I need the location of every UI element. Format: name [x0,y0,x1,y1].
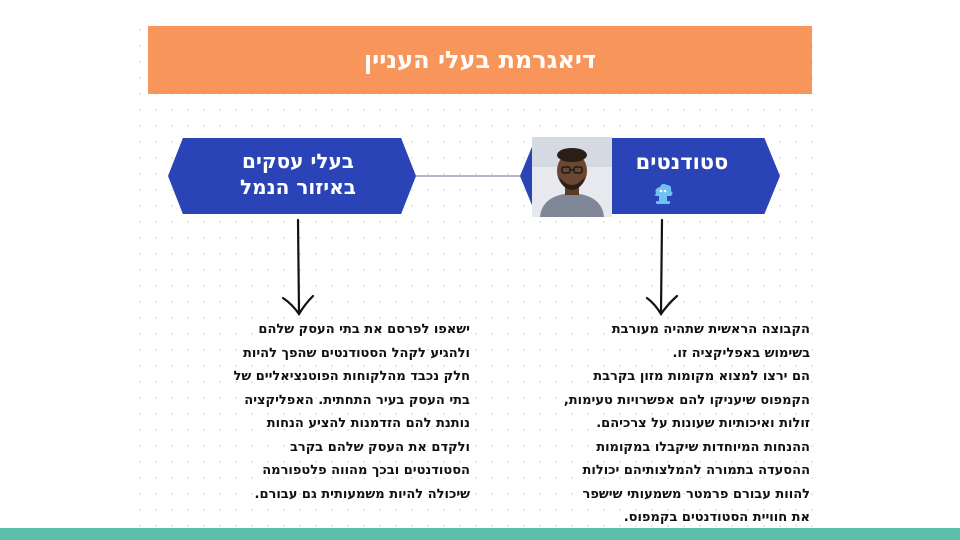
arrow-down-icon [281,218,315,317]
business-label-line1: בעלי עסקים [242,149,354,173]
bottom-accent-bar [0,528,960,540]
students-line: הקבוצה הראשית שתהיה מעורבת [611,322,810,337]
cloud-badge-icon [654,183,673,204]
students-line: להוות עבורם פרמטר משמעותי שישפר [582,486,811,502]
business-line: ולקדם את העסק שלהם בקרב [289,439,470,455]
students-line: ההנחות המיוחדות שיקבלו במקומות [596,439,810,455]
students-line: בשימוש באפליקציה זו. [672,345,810,361]
arrow-down-icon [645,218,679,317]
student-photo-icon [532,137,612,217]
page-title: דיאגרמת בעלי העניין [363,46,597,74]
students-label: סטודנטים [635,150,729,174]
business-line: הסטודנטים ובכך מהווה פלטפורמה [262,463,470,478]
students-line: ההסעדה בתמורה להמלצותיהם יכולות [582,463,810,478]
students-line: הם ירצו למצוא מקומות מזון בקרבת [593,369,810,384]
business-label: בעלי עסקים באיזור הנמל [200,148,396,200]
business-line: חלק נכבד מהלקוחות הפוטנציאליים של [233,369,470,384]
business-line: נותנת להם הזדמנות להציע הנחות [266,416,470,431]
title-banner: דיאגרמת בעלי העניין [148,26,812,94]
business-hexagon [168,138,416,214]
business-line: בתי העסק בעיר התחתית. האפליקציה [244,392,470,408]
connector-line [400,175,540,177]
students-line: את חוויית הסטודנטים בקמפוס. [623,510,810,525]
business-line: שיכולה להיות משמעותית גם עבורם. [254,486,470,502]
slide-background [132,22,816,530]
business-line: ישאפו לפרסם את בתי העסק שלהם [258,322,470,337]
business-description: ישאפו לפרסם את בתי העסק שלהם ולהגיע לקהל… [152,318,470,506]
business-line: ולהגיע לקהל הסטודנטים שהפך להיות [242,345,470,361]
students-description: הקבוצה הראשית שתהיה מעורבת בשימוש באפליק… [488,318,810,530]
students-line: הקמפוס שיעניקו להם אפשרויות טעימות, [563,392,810,408]
students-line: זולות ואיכותיות שעונות על צרכיהם. [596,416,810,431]
business-label-line2: באיזור הנמל [240,175,356,199]
